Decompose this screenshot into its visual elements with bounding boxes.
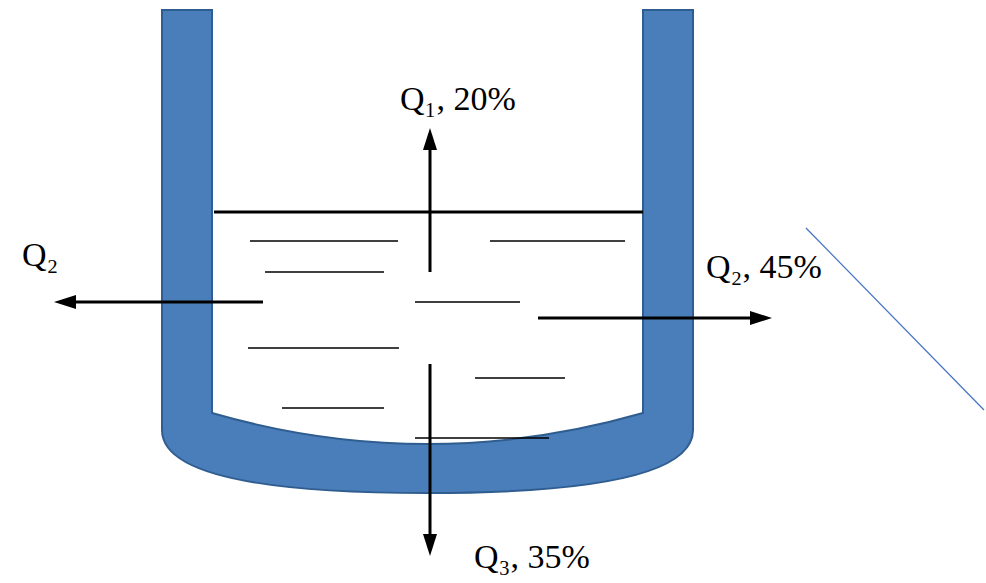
vessel-wall — [162, 10, 693, 493]
flow-label: Q₁, 20% — [400, 82, 516, 116]
liquid-dashes — [248, 241, 625, 438]
flow-label: Q₂ — [22, 238, 58, 272]
diagonal-line — [806, 228, 984, 410]
flow-arrows — [54, 128, 772, 556]
flow-label: Q₂, 45% — [706, 250, 822, 284]
flow-label: Q₃, 35% — [474, 540, 590, 574]
